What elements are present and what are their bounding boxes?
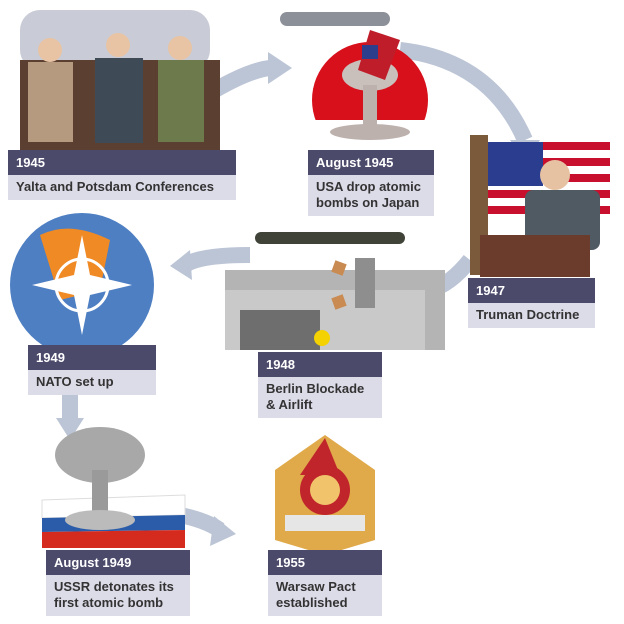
b52-plane-icon <box>255 232 405 244</box>
b29-plane-icon <box>280 12 390 26</box>
event-year: 1955 <box>268 550 382 575</box>
event-title: Yalta and Potsdam Conferences <box>8 175 236 200</box>
event-card-ussr-bomb: August 1949 USSR detonates its first ato… <box>46 550 190 616</box>
nato-globe-illustration <box>10 213 154 357</box>
warsaw-pact-badge-illustration <box>275 435 375 555</box>
truman-flag-illustration <box>470 135 610 277</box>
event-card-berlin: 1948 Berlin Blockade & Airlift <box>258 352 382 418</box>
event-title: NATO set up <box>28 370 156 395</box>
event-year: 1945 <box>8 150 236 175</box>
event-year: 1948 <box>258 352 382 377</box>
event-year: 1949 <box>28 345 156 370</box>
event-year: 1947 <box>468 278 595 303</box>
event-card-atomic-japan: August 1945 USA drop atomic bombs on Jap… <box>308 150 434 216</box>
event-card-truman: 1947 Truman Doctrine <box>468 278 595 328</box>
atomic-bomb-japan-illustration <box>280 12 435 158</box>
event-title: Berlin Blockade & Airlift <box>258 377 382 418</box>
ussr-bomb-illustration <box>41 427 186 548</box>
berlin-airlift-illustration <box>225 232 445 350</box>
event-card-yalta: 1945 Yalta and Potsdam Conferences <box>8 150 236 200</box>
yalta-leaders-illustration <box>20 10 220 150</box>
event-title: Truman Doctrine <box>468 303 595 328</box>
event-title: Warsaw Pact established <box>268 575 382 616</box>
event-title: USSR detonates its first atomic bomb <box>46 575 190 616</box>
event-year: August 1945 <box>308 150 434 175</box>
event-card-warsaw: 1955 Warsaw Pact established <box>268 550 382 616</box>
event-title: USA drop atomic bombs on Japan <box>308 175 434 216</box>
event-card-nato: 1949 NATO set up <box>28 345 156 395</box>
event-year: August 1949 <box>46 550 190 575</box>
